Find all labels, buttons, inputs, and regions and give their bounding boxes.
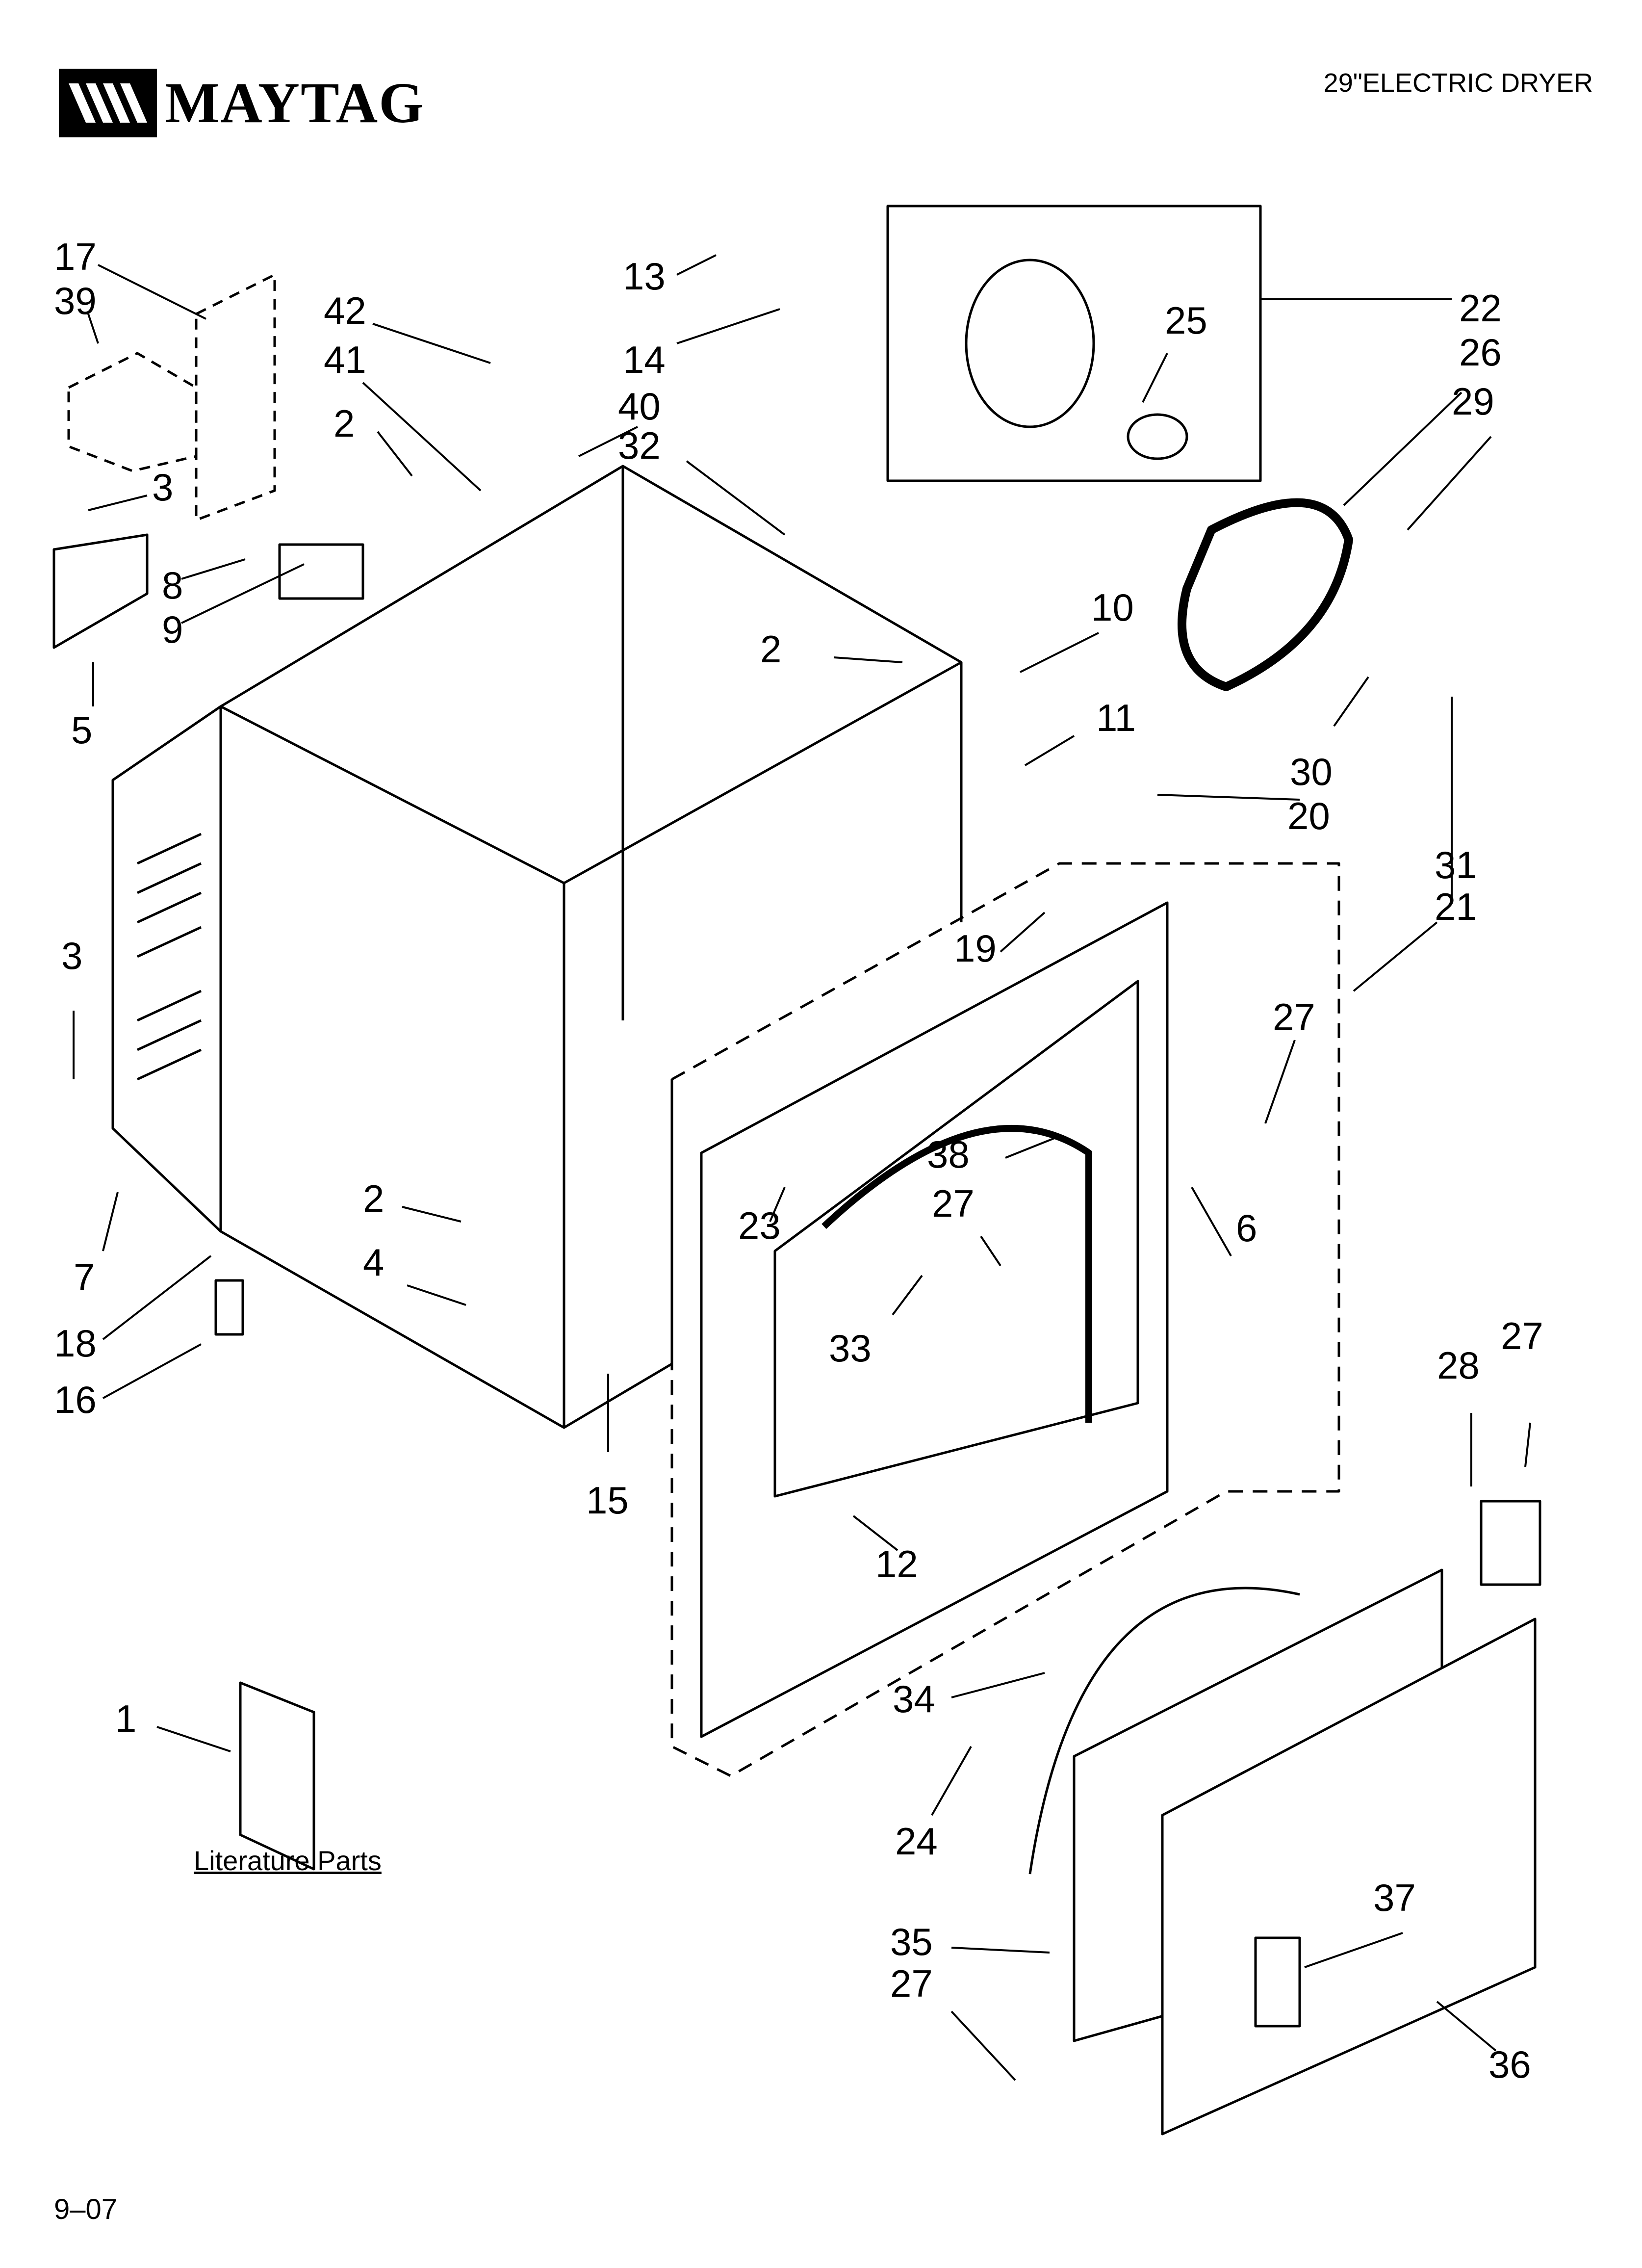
callout-21: 21: [1435, 885, 1477, 928]
callout-14: 14: [623, 338, 666, 381]
door-opening: [773, 980, 1139, 1498]
callout-1: 1: [115, 1697, 136, 1740]
callout-17: 17: [54, 235, 97, 278]
callout-27: 27: [890, 1962, 933, 2005]
drive-belt: [1178, 498, 1353, 691]
literature-booklet: [239, 1681, 315, 1871]
callout-2: 2: [760, 627, 781, 671]
callout-33: 33: [829, 1327, 872, 1370]
drum-seal-arc: [821, 1125, 1092, 1423]
callout-9: 9: [162, 608, 183, 651]
callout-18: 18: [54, 1322, 97, 1365]
front-panel: [700, 901, 1169, 1738]
motor-pulley: [1127, 413, 1188, 460]
cabinet-top-frame: [220, 465, 963, 885]
leader-lines: [73, 254, 1531, 2081]
model-title: 29"ELECTRIC DRYER: [1323, 68, 1593, 98]
rear-panel-louvers: [136, 833, 202, 1081]
callout-29: 29: [1452, 380, 1494, 423]
terminal-block: [278, 543, 364, 600]
callout-42: 42: [324, 289, 366, 332]
callout-27: 27: [1501, 1314, 1543, 1357]
cabinet-side-panel: [219, 705, 565, 1429]
callout-13: 13: [623, 255, 666, 298]
callout-labels: 17 39 42 41 2 3 8 9 5 13 14 40 32 25 22 …: [54, 235, 1543, 2086]
page-code: 9–07: [54, 2193, 118, 2225]
callout-39: 39: [54, 279, 97, 322]
callout-27: 27: [1273, 995, 1315, 1039]
callout-6: 6: [1236, 1206, 1257, 1250]
callout-40: 40: [618, 385, 661, 428]
callout-34: 34: [893, 1677, 935, 1721]
callout-2: 2: [334, 402, 355, 445]
heat-shield: [52, 533, 149, 649]
callout-8: 8: [162, 564, 183, 607]
callout-4: 4: [363, 1241, 384, 1284]
door-hinge: [1480, 1500, 1541, 1586]
callout-20: 20: [1287, 794, 1330, 837]
callout-25: 25: [1165, 299, 1207, 342]
brand-name: MAYTAG: [165, 71, 425, 135]
callout-26: 26: [1459, 331, 1502, 374]
wire-harness-box: [195, 273, 276, 521]
callout-27: 27: [932, 1182, 975, 1225]
leveling-leg: [214, 1279, 244, 1336]
callout-2: 2: [363, 1177, 384, 1220]
callout-7: 7: [74, 1255, 95, 1299]
callout-5: 5: [71, 708, 92, 752]
callout-32: 32: [618, 424, 661, 467]
literature-parts-caption: Literature Parts: [194, 1845, 382, 1876]
callout-12: 12: [875, 1542, 918, 1586]
callout-37: 37: [1373, 1876, 1416, 1919]
callout-3: 3: [152, 466, 173, 509]
rear-panel: [111, 705, 222, 1233]
callout-22: 22: [1459, 287, 1502, 330]
callout-38: 38: [927, 1133, 970, 1176]
connector-box: [67, 352, 198, 472]
motor-box: [886, 205, 1262, 482]
callout-11: 11: [1096, 696, 1136, 739]
door-handle: [1254, 1936, 1301, 2028]
callout-30: 30: [1290, 750, 1333, 793]
callout-41: 41: [324, 338, 366, 381]
callout-16: 16: [54, 1378, 97, 1421]
callout-36: 36: [1488, 2043, 1531, 2086]
callout-24: 24: [895, 1820, 938, 1863]
drive-motor: [965, 259, 1095, 428]
callout-19: 19: [954, 927, 997, 970]
callout-31: 31: [1435, 843, 1477, 886]
alignment-box: [670, 862, 1340, 1777]
callout-28: 28: [1437, 1344, 1480, 1387]
callout-35: 35: [890, 1920, 933, 1963]
brand-logo: MAYTAG: [59, 64, 425, 142]
door-seal-arc: [1028, 1587, 1300, 1875]
callout-10: 10: [1091, 586, 1134, 629]
callout-23: 23: [738, 1204, 781, 1247]
callout-15: 15: [586, 1479, 629, 1522]
maytag-wave-logo-icon: [59, 69, 157, 137]
callout-3: 3: [61, 934, 82, 977]
